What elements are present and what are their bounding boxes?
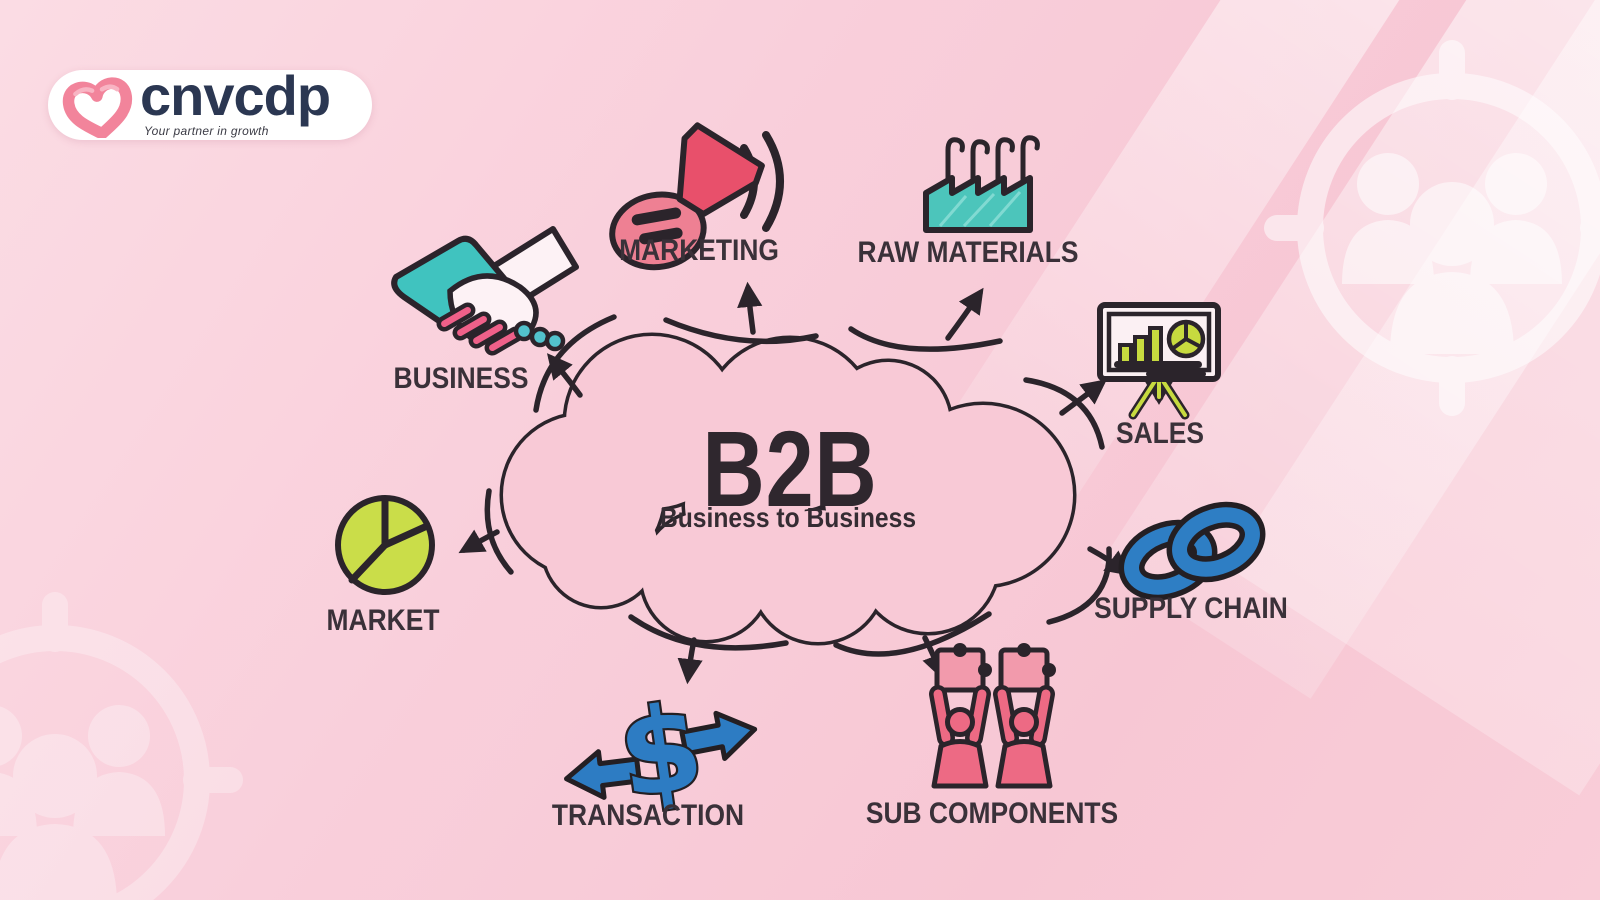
arrow-to-marketing [737, 281, 763, 335]
heart-icon [62, 77, 132, 138]
megaphone-icon [609, 122, 784, 271]
label-supply-chain: SUPPLY CHAIN [1094, 592, 1288, 625]
label-sales: SALES [1115, 417, 1205, 450]
label-marketing: MARKETING [619, 234, 779, 267]
label-market: MARKET [326, 604, 440, 637]
arrow-to-market [458, 529, 500, 554]
brand-logo: cnvcdp Your partner in growth [48, 63, 372, 140]
factory-icon [923, 135, 1040, 233]
arrow-to-raw-materials [945, 287, 984, 341]
label-sub-components: SUB COMPONENTS [865, 797, 1119, 830]
label-transaction: TRANSACTION [551, 799, 745, 832]
brand-name: cnvcdp [140, 63, 331, 127]
label-raw-materials: RAW MATERIALS [857, 236, 1079, 269]
arrow-to-business [546, 353, 583, 398]
arrow-to-transaction [677, 637, 703, 685]
cloud-echo-arcs [484, 314, 1112, 657]
b2b-title: B2B [702, 408, 878, 529]
b2b-cloud [499, 332, 1077, 646]
pie-chart-icon [335, 495, 435, 595]
chain-links-icon [1118, 501, 1266, 601]
puzzle-people-icon [934, 643, 1056, 786]
label-business: BUSINESS [393, 362, 529, 395]
arrow-to-sales [1059, 379, 1108, 416]
brand-tagline: Your partner in growth [144, 123, 269, 138]
b2b-subtitle: Business to Business [659, 502, 917, 533]
presentation-chart-icon [1097, 302, 1221, 420]
handshake-icon [391, 226, 579, 356]
